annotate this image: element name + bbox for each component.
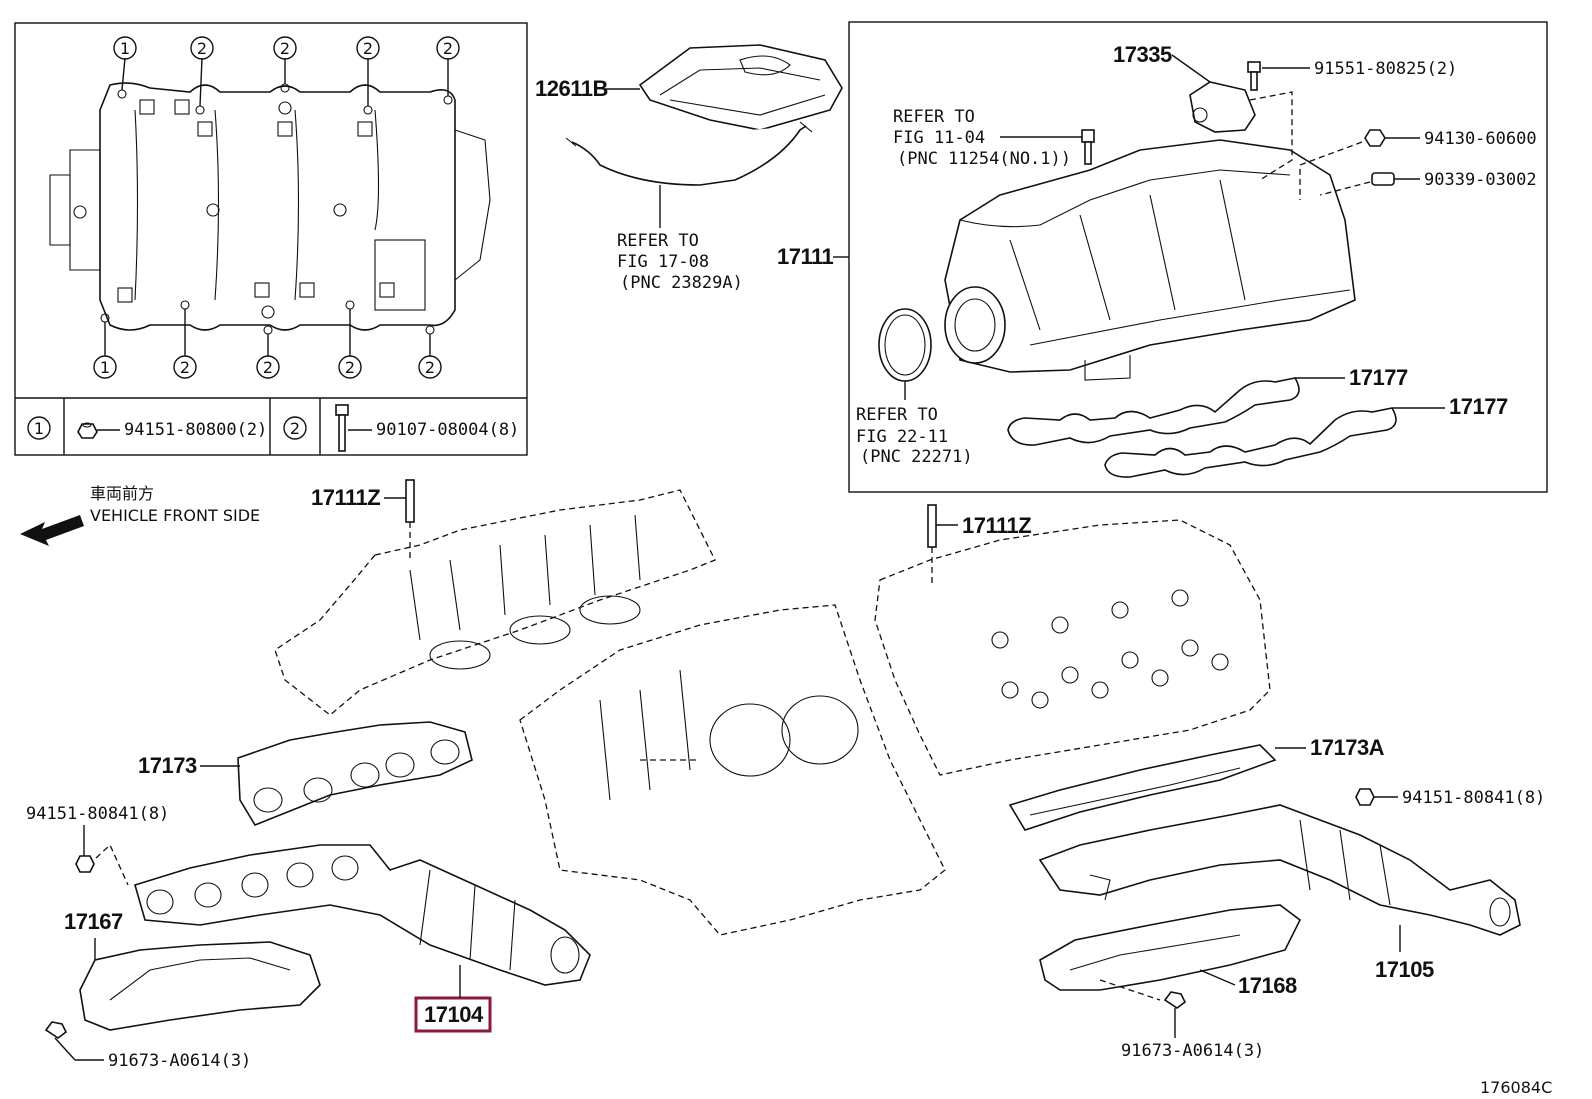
callout-17104[interactable]: 17104 [424, 1002, 484, 1027]
ref1-line3: (PNC 23829A) [620, 273, 743, 293]
callout-17104-highlight[interactable] [414, 996, 492, 1033]
svg-text:2: 2 [345, 358, 355, 377]
legend-part-2: 90107-08004(8) [376, 420, 519, 440]
ref1-line2: FIG 17-08 [617, 252, 709, 272]
svg-text:2: 2 [363, 39, 373, 58]
legend-marker-1: 1 [27, 416, 51, 440]
vehicle-front-indicator: 車両前方 VEHICLE FRONT SIDE [20, 484, 260, 546]
right-exhaust-group: 17173A 17105 94151-80841(8) 17168 91673-… [1008, 735, 1545, 1061]
callout-17167: 17167 [64, 909, 123, 934]
marker-1-bottom: 1 [93, 355, 117, 379]
callout-17111Z-right: 17111Z [962, 513, 1031, 538]
direction-en: VEHICLE FRONT SIDE [90, 506, 260, 525]
engine-block-group: 17111Z 17111Z [274, 479, 1271, 936]
svg-text:1: 1 [100, 358, 110, 377]
callout-17105: 17105 [1375, 957, 1434, 982]
callout-94151-right: 94151-80841(8) [1402, 788, 1545, 808]
callout-91673-right: 91673-A0614(3) [1121, 1041, 1264, 1061]
svg-text:2: 2 [425, 358, 435, 377]
callout-17111Z-left: 17111Z [311, 485, 380, 510]
intake-cover-group: 12611B REFER TO FIG 17-08 (PNC 23829A) [535, 44, 843, 293]
nut-icon [77, 422, 98, 439]
manifold-assembly-inset: 17111 REFER TO FIG 22-11 (PNC 22271) REF… [777, 21, 1548, 493]
marker-2-bottom-d: 2 [418, 355, 442, 379]
left-exhaust-group: 17173 94151-80841(8) 17167 17104 91673-A… [26, 721, 591, 1071]
ref2-line1: REFER TO [893, 107, 975, 127]
callout-17177-upper: 17177 [1349, 365, 1408, 390]
svg-text:2: 2 [280, 39, 290, 58]
manifold-topview-inset: 1 2 2 2 2 1 2 2 2 2 1 94151-80800(2) 2 9… [14, 22, 528, 456]
svg-text:2: 2 [290, 419, 300, 438]
marker-2-top-a: 2 [190, 36, 214, 60]
callout-17173: 17173 [138, 753, 197, 778]
svg-text:2: 2 [263, 358, 273, 377]
svg-text:2: 2 [197, 39, 207, 58]
callout-12611B: 12611B [535, 76, 608, 101]
legend-part-1: 94151-80800(2) [124, 420, 267, 440]
front-arrow-icon [20, 515, 84, 546]
svg-text:2: 2 [180, 358, 190, 377]
bolt-icon [335, 404, 349, 452]
ref3-line3: (PNC 22271) [860, 447, 973, 467]
ref3-line2: FIG 22-11 [856, 427, 948, 447]
ref2-line3: (PNC 11254(NO.1)) [897, 149, 1071, 169]
ref1-line1: REFER TO [617, 231, 699, 251]
marker-2-bottom-c: 2 [338, 355, 362, 379]
marker-1-top: 1 [113, 36, 137, 60]
callout-91673-left: 91673-A0614(3) [108, 1051, 251, 1071]
callout-91551: 91551-80825(2) [1314, 59, 1457, 79]
ref3-line1: REFER TO [856, 405, 938, 425]
marker-2-top-b: 2 [273, 36, 297, 60]
marker-2-bottom-a: 2 [173, 355, 197, 379]
callout-94130: 94130-60600 [1424, 129, 1537, 149]
marker-2-bottom-b: 2 [256, 355, 280, 379]
svg-text:1: 1 [120, 39, 130, 58]
legend-marker-2: 2 [283, 416, 307, 440]
svg-text:1: 1 [34, 419, 44, 438]
callout-17168: 17168 [1238, 973, 1297, 998]
callout-90339: 90339-03002 [1424, 170, 1537, 190]
diagram-code: 176084C [1480, 1078, 1552, 1097]
callout-94151-left: 94151-80841(8) [26, 804, 169, 824]
marker-2-top-c: 2 [356, 36, 380, 60]
ref2-line2: FIG 11-04 [893, 128, 985, 148]
callout-17173A: 17173A [1310, 735, 1385, 760]
svg-text:2: 2 [443, 39, 453, 58]
callout-17177-lower: 17177 [1449, 394, 1508, 419]
direction-jp: 車両前方 [90, 484, 154, 503]
callout-17111: 17111 [777, 244, 834, 269]
callout-17335: 17335 [1113, 42, 1172, 67]
marker-2-top-d: 2 [436, 36, 460, 60]
